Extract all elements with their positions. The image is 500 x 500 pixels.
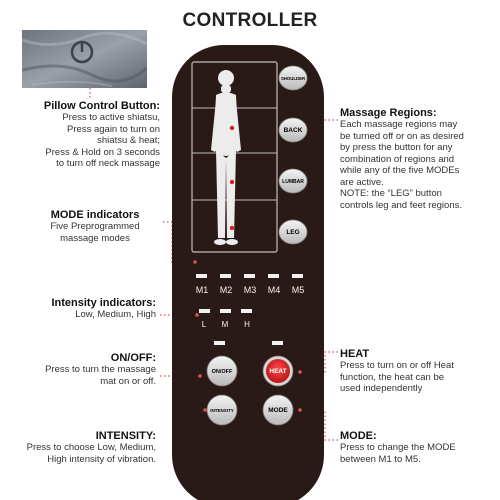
regions-note-line: by press the button for any	[340, 142, 453, 153]
body-panel	[191, 61, 278, 253]
pillow-note-title: Pillow Control Button:	[43, 100, 160, 112]
power-icon	[70, 40, 94, 64]
region-button-leg[interactable]: LEG	[278, 219, 308, 245]
mode-label-m3: M3	[244, 285, 257, 295]
regions-note: Massage Regions: Each massage regions ma…	[340, 107, 500, 211]
mode-label-m1: M1	[196, 285, 209, 295]
region-button-shoulder-label: SHOULDER	[281, 76, 306, 81]
regions-note-title: Massage Regions:	[340, 107, 437, 119]
pillow-image	[21, 30, 148, 88]
pillow-note: Pillow Control Button: Press to active s…	[0, 100, 160, 170]
intensity-note-line: Press to choose Low, Medium,	[26, 442, 156, 453]
pillow-note-line: Press & Hold on 3 seconds	[45, 146, 160, 158]
human-figure	[211, 70, 241, 245]
mode-label-m5: M5	[292, 285, 305, 295]
regions-note-line: while any of the five MODEs	[340, 165, 460, 176]
pillow-note-line: to turn off neck massage	[56, 158, 160, 169]
intensity-button-label: INTENSITY	[210, 408, 234, 413]
regions-note-line: are active.	[340, 176, 384, 188]
region-button-shoulder[interactable]: SHOULDER	[278, 65, 308, 91]
mode-note-line: between M1 to M5.	[340, 453, 421, 465]
mode-label-m4: M4	[268, 285, 281, 295]
region-button-lumbar-label: LUMBAR	[282, 179, 304, 185]
region-button-leg-label: LEG	[286, 229, 299, 236]
intensity-note-title: INTENSITY:	[95, 430, 156, 442]
callout-dots	[193, 260, 302, 412]
mode-indicators-line: Five Preprogrammed	[50, 221, 140, 232]
intensity-label-l: L	[202, 320, 207, 329]
mode-indicators-note: MODE indicators Five Preprogrammed massa…	[30, 209, 160, 244]
mode-indicators-line: massage modes	[60, 232, 130, 244]
mode-note: MODE: Press to change the MODE between M…	[340, 430, 500, 465]
regions-note-line: NOTE: the “LEG” button	[340, 188, 442, 199]
mode-note-title: MODE:	[340, 430, 377, 442]
intensity-indicator-leds	[199, 309, 252, 313]
intensity-label-m: M	[222, 320, 229, 329]
intensity-labels: L M H	[202, 320, 250, 329]
mode-button-label: MODE	[268, 407, 288, 414]
pillow-note-line: Press to active shiatsu,	[62, 112, 160, 123]
mode-button[interactable]: MODE	[262, 394, 294, 426]
onoff-button-label: ON/OFF	[212, 369, 233, 375]
onoff-note-line: mat on or off.	[100, 375, 156, 387]
region-marker-dots	[229, 125, 235, 231]
mode-label-m2: M2	[220, 285, 233, 295]
heat-note-line: used independently	[340, 383, 423, 394]
heat-note-title: HEAT	[340, 348, 370, 360]
intensity-label-h: H	[244, 320, 250, 329]
regions-note-line: Each massage regions may	[340, 119, 458, 130]
mode-note-line: Press to change the MODE	[340, 442, 456, 453]
heat-button[interactable]: HEAT	[262, 355, 294, 387]
pillow-note-line: shiatsu & heat;	[97, 135, 160, 146]
onoff-note: ON/OFF: Press to turn the massage mat on…	[0, 352, 156, 387]
mode-labels: M1 M2 M3 M4 M5	[196, 285, 305, 295]
mode-indicators-title: MODE indicators	[50, 209, 140, 221]
heat-note-line: Press to turn on or off Heat	[340, 360, 454, 371]
intensity-indicators-note: Intensity indicators: Low, Medium, High	[0, 297, 156, 321]
intensity-indicators-title: Intensity indicators:	[51, 297, 156, 309]
heat-led	[272, 341, 283, 345]
intensity-note: INTENSITY: Press to choose Low, Medium, …	[0, 430, 156, 465]
onoff-note-line: Press to turn the massage	[45, 364, 156, 375]
heat-note-line: function, the heat can be	[340, 371, 445, 383]
region-button-back[interactable]: BACK	[278, 117, 308, 143]
intensity-note-line: High intensity of vibration.	[47, 453, 156, 465]
region-button-back-label: BACK	[284, 127, 303, 134]
intensity-indicators-line: Low, Medium, High	[75, 309, 156, 320]
regions-note-line: combination of regions and	[340, 153, 455, 165]
mode-indicator-leds	[196, 274, 303, 278]
region-button-lumbar[interactable]: LUMBAR	[278, 168, 308, 194]
remote-body	[172, 45, 324, 500]
onoff-button[interactable]: ON/OFF	[206, 355, 238, 387]
onoff-note-title: ON/OFF:	[110, 352, 156, 364]
regions-note-line: controls leg and feet regions.	[340, 199, 462, 211]
onoff-led	[214, 341, 225, 345]
heat-note: HEAT Press to turn on or off Heat functi…	[340, 348, 500, 395]
intensity-button[interactable]: INTENSITY	[206, 394, 238, 426]
pillow-note-line: Press again to turn on	[67, 123, 160, 135]
regions-note-line: be turned off or on as desired	[340, 130, 464, 142]
page-title: CONTROLLER	[182, 10, 318, 31]
heat-button-label: HEAT	[269, 368, 286, 375]
